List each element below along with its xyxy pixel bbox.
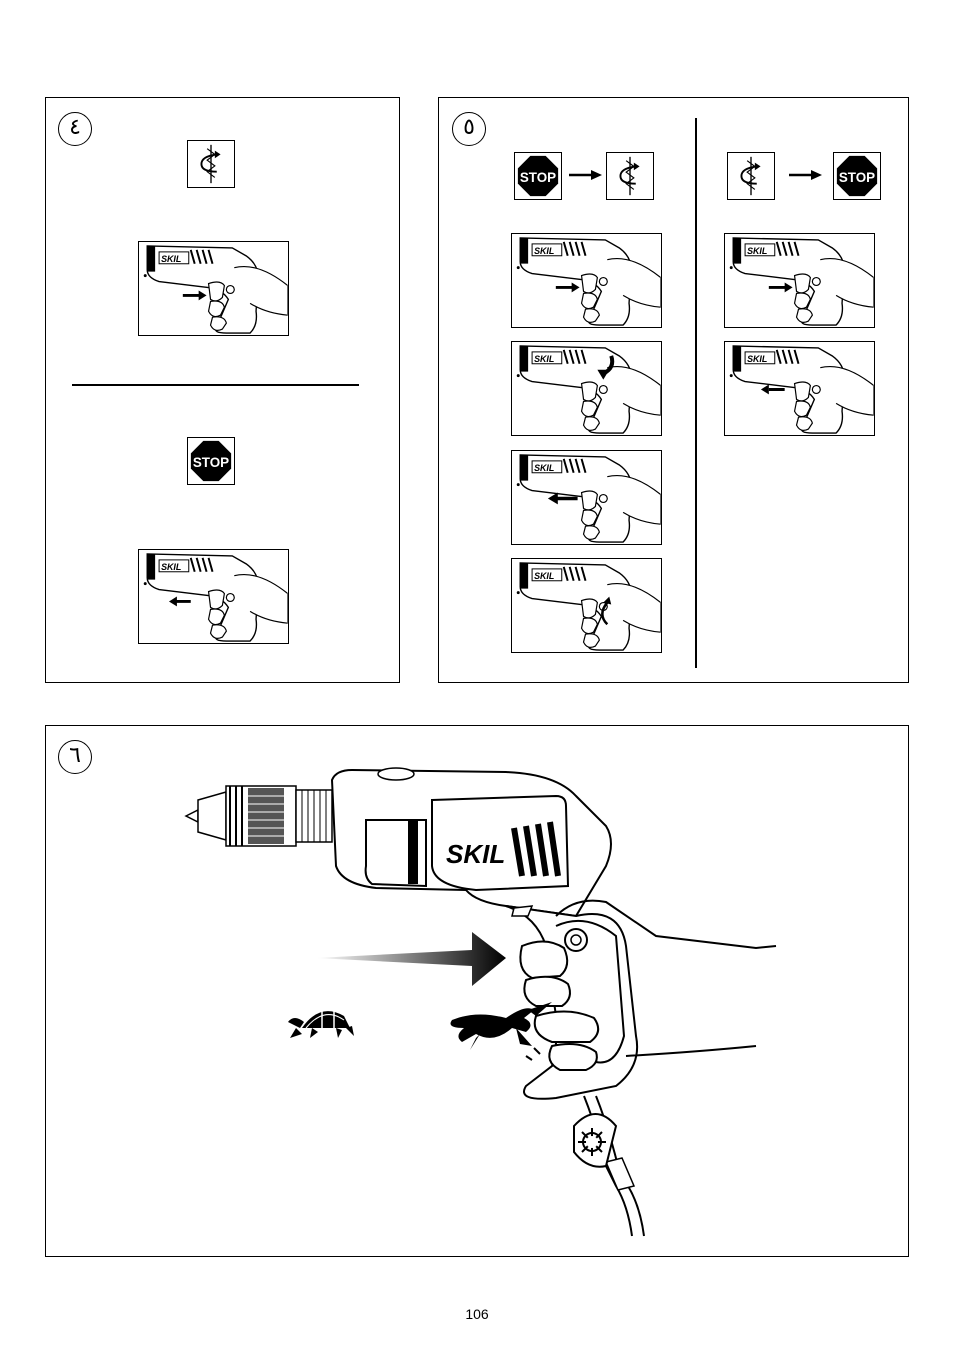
stop-sign-icon: [834, 153, 880, 199]
panel-4: ٤: [45, 97, 400, 683]
step-3-photo: [511, 450, 662, 545]
step-1-photo: [511, 233, 662, 328]
brand-logo: SKIL: [446, 839, 505, 869]
page-number: 106: [0, 1306, 954, 1322]
panel-number-4: ٤: [58, 112, 92, 146]
divider: [72, 384, 359, 386]
large-drill-illustration: SKIL: [176, 766, 796, 1246]
step-release-photo: [724, 341, 875, 436]
tortoise-icon: [288, 1006, 354, 1038]
step-4-photo: [511, 558, 662, 653]
stop-sign-icon: [515, 153, 561, 199]
panel-5: ٥: [438, 97, 909, 683]
trigger-press-photo: [138, 241, 289, 336]
rotation-icon-box-right: [727, 152, 775, 200]
arrow-right-icon: [569, 168, 603, 187]
stop-icon-box-right: [833, 152, 881, 200]
speed-dial-icon: [574, 1114, 616, 1167]
drill-bit-rotation-icon: [188, 141, 234, 187]
panel-number-5: ٥: [452, 112, 486, 146]
drill-bit-rotation-icon: [607, 153, 653, 199]
rotation-icon-box: [187, 140, 235, 188]
column-divider: [695, 118, 697, 668]
arrow-right-icon: [789, 168, 823, 187]
stop-icon-box-left: [514, 152, 562, 200]
panel-number-6: ٦: [58, 740, 92, 774]
stop-icon-box: [187, 437, 235, 485]
trigger-release-photo: [138, 549, 289, 644]
step-press-photo: [724, 233, 875, 328]
drill-bit-rotation-icon: [728, 153, 774, 199]
stop-sign-icon: [188, 438, 234, 484]
panel-6: ٦ SKIL: [45, 725, 909, 1257]
step-2-photo: [511, 341, 662, 436]
rotation-icon-box-left: [606, 152, 654, 200]
